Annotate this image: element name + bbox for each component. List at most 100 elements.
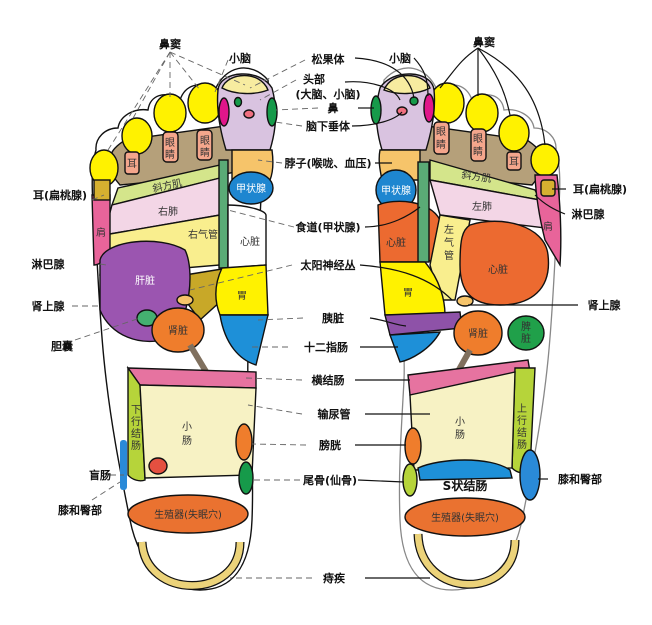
right-label-sinus: 鼻窦	[473, 35, 495, 49]
right-heart-large-text: 心脏	[488, 263, 508, 276]
adrenal-dot	[176, 294, 194, 306]
asc-colon-4: 肠	[517, 439, 527, 451]
left-shoulder-text: 肩	[96, 226, 106, 239]
duodenum-zone	[219, 314, 269, 366]
kidney-zone	[151, 307, 205, 353]
left-stomach-text: 胃	[237, 290, 247, 302]
left-genitals-text: 生殖器(失眠穴)	[154, 508, 222, 521]
desc-colon-3: 结	[131, 427, 141, 440]
ear-tonsil-zone	[93, 179, 111, 201]
label-pineal: 松果体	[312, 52, 346, 66]
pituitary-dot-r	[396, 106, 408, 116]
label-esophagus: 食道(甲状腺)	[295, 220, 360, 234]
asc-colon-3: 结	[517, 426, 527, 439]
left-label-cerebellum: 小脑	[228, 51, 251, 65]
descending-colon-zone	[127, 365, 146, 482]
right-kidney-text: 肾脏	[468, 327, 488, 340]
knee-zone-r	[519, 449, 541, 501]
right-genitals-text: 生殖器(失眠穴)	[431, 511, 499, 524]
eye-box-1-r	[433, 121, 450, 155]
label-pancreas: 胰脏	[321, 311, 344, 325]
toe-5-r	[530, 143, 560, 177]
right-label-lymph: 淋巴腺	[572, 207, 606, 221]
right-si-b: 肠	[455, 429, 465, 441]
duodenum-zone-r	[389, 331, 442, 363]
left-thyroid-text: 甲状腺	[236, 182, 266, 195]
toe-4-r	[498, 114, 530, 152]
asc-colon-2: 行	[517, 414, 527, 427]
desc-colon-4: 肠	[131, 440, 141, 452]
right-eye2-b: 睛	[473, 146, 483, 158]
right-lung-text: 右肺	[158, 205, 178, 218]
desc-colon-1: 下	[131, 405, 141, 416]
left-label-knee-hip: 膝和臀部	[58, 503, 102, 517]
nose-pad-r	[370, 95, 382, 125]
right-trapezius-text: 斜方肌	[461, 168, 493, 185]
ear-box-r	[506, 151, 522, 171]
eye-box-2-r	[470, 128, 487, 162]
spleen-zone	[507, 315, 545, 351]
right-label-cerebellum: 小脑	[388, 51, 411, 65]
liver-text: 肝脏	[135, 274, 155, 287]
genitals-zone	[127, 494, 249, 534]
right-label-ear-tonsil: 耳(扁桃腺)	[573, 182, 627, 196]
heart-zone	[227, 204, 267, 269]
label-neck: 脖子(喉咙、血压)	[283, 156, 371, 170]
left-label-adrenal: 肾上腺	[32, 299, 66, 313]
leader-lines	[72, 47, 578, 579]
bladder-zone-r	[404, 427, 422, 465]
genitals-zone-r	[404, 497, 526, 537]
left-bronchus-2: 气	[444, 236, 454, 249]
label-bladder: 膀胱	[318, 438, 341, 452]
left-eye2-b: 睛	[200, 147, 210, 159]
right-label-adrenal: 肾上腺	[588, 298, 622, 312]
left-bronchus-3: 管	[444, 249, 454, 262]
coccyx-zone	[238, 461, 254, 495]
eye-box-2	[196, 129, 213, 161]
left-label-gallbladder: 胆囊	[51, 339, 74, 353]
spleen-b: 脏	[521, 332, 531, 345]
ear-tonsil-zone-r	[540, 179, 556, 197]
left-lung-text: 左肺	[472, 200, 492, 213]
ear-box	[124, 151, 140, 175]
label-duodenum: 十二指肠	[304, 340, 348, 354]
cecum-red	[148, 457, 168, 475]
left-label-ear-tonsil: 耳(扁桃腺)	[33, 188, 87, 202]
brain-cap-r	[383, 74, 431, 95]
bladder-zone	[235, 423, 253, 461]
left-si-a: 小	[182, 421, 192, 433]
magenta-pad-r	[423, 93, 435, 123]
left-si-b: 肠	[182, 435, 192, 447]
left-bronchus-1: 左	[444, 223, 454, 236]
right-eye2-a: 眼	[473, 133, 483, 145]
outer-labels-left: 鼻窦 小脑 耳(扁桃腺) 淋巴腺 肾上腺 胆囊 盲肠 膝和臀部	[32, 37, 252, 517]
coccyx-zone-r	[402, 463, 418, 497]
shoulder-zone-r	[534, 174, 562, 268]
right-thyroid-text: 甲状腺	[381, 184, 411, 197]
cerebellum-dot-r	[409, 96, 419, 106]
left-label-sinus: 鼻窦	[159, 37, 181, 51]
left-ear-text: 耳	[127, 158, 137, 170]
right-shoulder-text: 肩	[543, 220, 553, 233]
left-label-lymph: 淋巴腺	[32, 257, 66, 271]
eye-box-1	[162, 131, 179, 163]
label-hemorrhoids: 痔疾	[323, 571, 345, 585]
cerebellum-dot	[233, 96, 243, 108]
toe-3-r	[465, 93, 499, 133]
left-label-cecum: 盲肠	[89, 468, 111, 482]
label-solar-plexus: 太阳神经丛	[300, 258, 356, 272]
right-label-knee-hip: 膝和臀部	[558, 472, 602, 486]
right-ear-text: 耳	[509, 156, 519, 168]
asc-colon-1: 上	[517, 403, 527, 415]
adrenal-dot-r	[456, 295, 474, 307]
left-kidney-text: 肾脏	[168, 324, 188, 337]
right-eye1-b: 睛	[436, 139, 446, 151]
thyroid-zone	[228, 171, 274, 205]
pituitary-dot	[243, 109, 255, 119]
esophagus-bar	[218, 159, 229, 269]
magenta-pad	[218, 97, 230, 127]
label-head: 头部	[303, 72, 325, 86]
right-si-a: 小	[455, 416, 465, 428]
left-heart-text: 心脏	[240, 235, 260, 248]
